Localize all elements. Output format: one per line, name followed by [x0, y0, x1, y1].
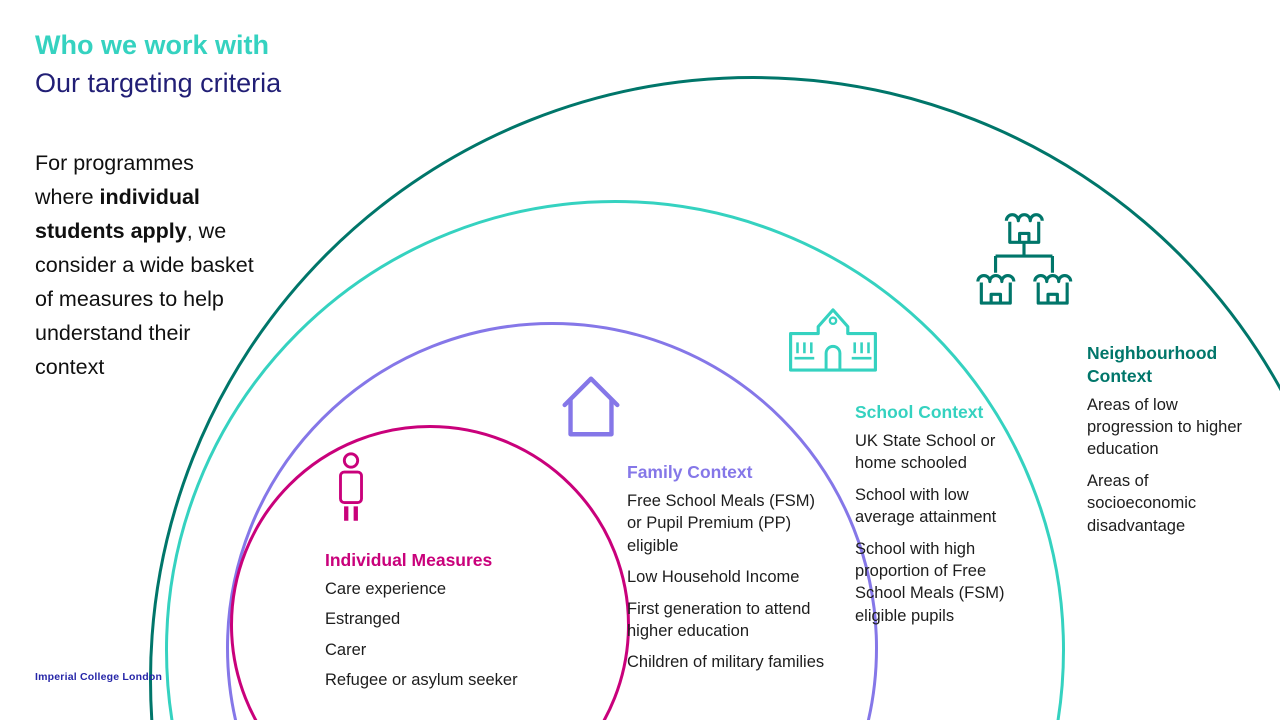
intro-text-pre: For programmes where: [35, 151, 194, 209]
individual-measures-section: Individual Measures Care experience Estr…: [325, 549, 547, 700]
criteria-item: Care experience: [325, 579, 447, 598]
criteria-item: Carer: [325, 640, 367, 659]
criteria-item: Free School Meals (FSM) or Pupil Premium…: [627, 491, 815, 555]
criteria-item: Estranged: [325, 610, 401, 629]
family-context-heading: Family Context: [627, 462, 753, 482]
slide-title: Who we work with: [35, 30, 269, 60]
neighbourhood-context-section: Neighbourhood Context Areas of low progr…: [1087, 342, 1253, 546]
criteria-item: Low Household Income: [627, 568, 800, 587]
person-icon: [331, 451, 371, 537]
family-context-section: Family Context Free School Meals (FSM) o…: [627, 461, 825, 683]
individual-measures-heading: Individual Measures: [325, 550, 493, 570]
school-icon: [785, 301, 881, 372]
criteria-item: First generation to attend higher educat…: [627, 599, 811, 640]
slide-subtitle: Our targeting criteria: [35, 68, 282, 98]
criteria-item: School with low average attainment: [855, 485, 997, 527]
intro-text-bold: individual students apply: [35, 185, 200, 243]
imperial-college-logo: Imperial College London: [35, 671, 163, 683]
intro-paragraph: For programmes where individual students…: [35, 146, 257, 384]
criteria-item: Refugee or asylum seeker: [325, 671, 518, 690]
slide-header: Who we work with Our targeting criteria: [35, 26, 281, 102]
school-context-section: School Context UK State School or home s…: [855, 401, 1017, 636]
intro-text-post: , we consider a wide basket of measures …: [35, 219, 254, 379]
criteria-item: School with high proportion of Free Scho…: [855, 539, 1005, 625]
criteria-item: Areas of low progression to higher educa…: [1087, 395, 1243, 459]
criteria-item: Areas of socioeconomic disadvantage: [1087, 471, 1197, 535]
shops-icon: [970, 206, 1078, 308]
neighbourhood-context-heading: Neighbourhood Context: [1087, 343, 1218, 386]
house-icon: [552, 365, 630, 445]
criteria-item: UK State School or home schooled: [855, 431, 996, 473]
criteria-item: Children of military families: [627, 653, 825, 672]
school-context-heading: School Context: [855, 402, 984, 422]
